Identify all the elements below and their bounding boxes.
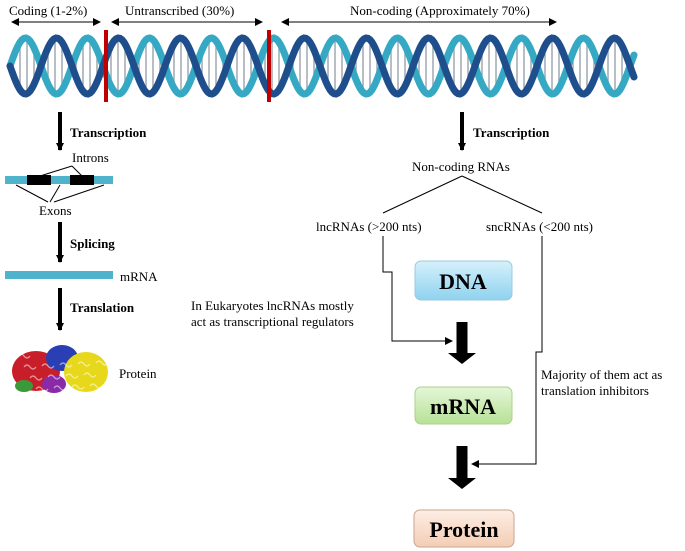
branch-to-sncrnas	[461, 175, 543, 214]
non-coding-rnas-label: Non-coding RNAs	[412, 159, 510, 174]
dna-to-mrna-arrow-head	[448, 353, 476, 364]
lncrnas-label: lncRNAs (>200 nts)	[316, 219, 422, 234]
non-coding-label: Non-coding (Approximately 70%)	[350, 3, 530, 18]
protein-coil	[23, 364, 37, 370]
right-transcription-label: Transcription	[473, 125, 550, 140]
pre-mrna-bar	[5, 175, 113, 185]
protein-coil	[35, 386, 49, 392]
coding-label: Coding (1-2%)	[9, 3, 87, 18]
left-transcription-label: Transcription	[70, 125, 147, 140]
mrna-label: mRNA	[120, 269, 158, 284]
splicing-label: Splicing	[70, 236, 115, 251]
exon-pointer-2	[49, 184, 61, 203]
dna-box-frame	[414, 260, 513, 301]
lncrna-note-line-1: In Eukaryotes lncRNAs mostly	[191, 298, 354, 313]
protein-coil	[41, 363, 55, 369]
sncrnas-label: sncRNAs (<200 nts)	[486, 219, 593, 234]
helix-strand-light	[6, 34, 638, 98]
protein-coil	[77, 361, 91, 367]
protein-box: Protein	[413, 509, 515, 548]
protein-coil	[53, 385, 67, 391]
lncrna-regulation-arrow	[382, 236, 453, 345]
left-translation-label: Translation	[70, 300, 135, 315]
intron-segment-1	[27, 175, 51, 185]
protein-coil	[47, 374, 61, 380]
right-pathway: Transcription Non-coding RNAs lncRNAs (>…	[191, 112, 662, 548]
coding-boundary-marker	[104, 30, 108, 102]
dna-double-helix	[6, 30, 638, 102]
protein-coil	[59, 362, 73, 368]
mrna-box-frame	[414, 386, 513, 425]
exon-pointer-1	[15, 184, 49, 203]
protein-label: Protein	[119, 366, 157, 381]
introns-label: Introns	[72, 150, 109, 165]
untranscribed-label: Untranscribed (30%)	[125, 3, 234, 18]
intron-pointer-2	[71, 165, 83, 177]
dna-box: DNA	[414, 260, 513, 301]
protein-structure-image	[12, 345, 109, 393]
lncrna-note-line-2: act as transcriptional regulators	[191, 314, 354, 329]
mature-mrna-bar	[5, 271, 113, 279]
sncrna-note-line-1: Majority of them act as	[541, 367, 662, 382]
left-pathway: Transcription Introns Exons Splicing mRN…	[5, 112, 158, 393]
dna-box-label: DNA	[439, 269, 487, 294]
sncrna-inhibition-arrow	[471, 236, 543, 468]
mrna-box-label: mRNA	[430, 394, 496, 419]
protein-box-label: Protein	[429, 517, 498, 542]
exon-pointer-3	[53, 184, 105, 203]
helix-strand-dark	[6, 34, 638, 98]
pre-mrna-exon-strand	[5, 176, 113, 184]
exons-label: Exons	[39, 203, 72, 218]
protein-coil	[29, 375, 43, 381]
protein-coil	[89, 383, 103, 389]
untranscribed-boundary-marker	[267, 30, 271, 102]
sncrna-note-line-2: translation inhibitors	[541, 383, 649, 398]
intron-segment-2	[70, 175, 94, 185]
protein-coil	[65, 373, 79, 379]
protein-coil	[83, 372, 97, 378]
region-non-coding: Non-coding (Approximately 70%)	[281, 3, 557, 26]
protein-coil	[17, 353, 31, 359]
branch-to-lncrnas	[382, 175, 463, 214]
region-coding: Coding (1-2%)	[9, 3, 101, 26]
mrna-box: mRNA	[414, 386, 513, 425]
mrna-to-protein-arrow-head	[448, 478, 476, 489]
intron-pointer-1	[39, 165, 73, 177]
protein-coil	[95, 360, 109, 366]
protein-box-frame	[413, 509, 515, 548]
region-untranscribed: Untranscribed (30%)	[111, 3, 263, 26]
protein-coil	[71, 384, 85, 390]
